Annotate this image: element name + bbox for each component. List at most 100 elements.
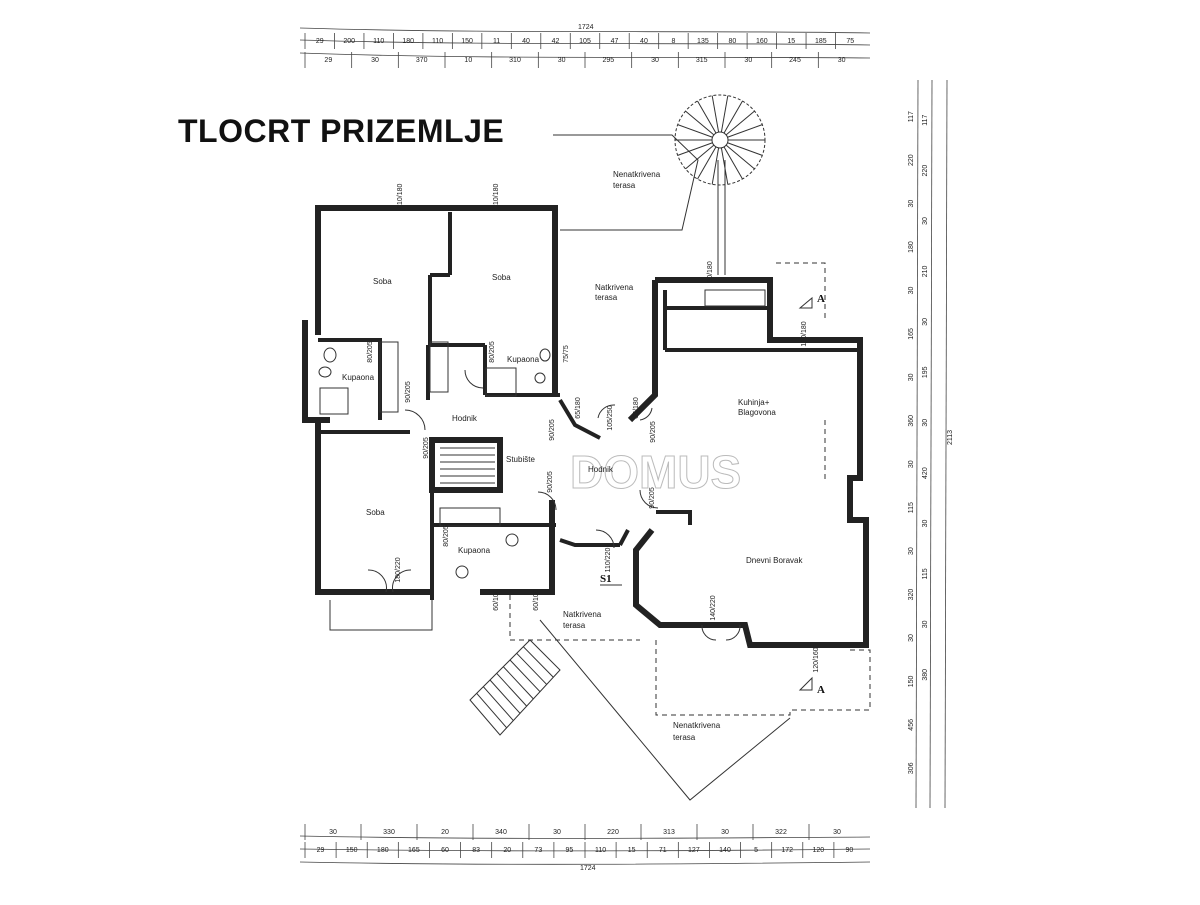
section-s1-label: S1 [600, 573, 612, 585]
dim-right-mid-6: 30 [922, 419, 929, 427]
room-hodnik-2: Hodnik [588, 465, 614, 474]
dim-bottom-row1-5: 220 [607, 829, 619, 836]
dim-right-total: 2113 [947, 430, 954, 445]
dim-bottom-row2-8: 95 [566, 847, 574, 854]
section-a-top-label: A [817, 293, 825, 305]
exterior-staircase [469, 639, 561, 736]
dim-bottom-row2-13: 140 [719, 847, 731, 854]
dim-right-mid-7: 420 [922, 467, 929, 479]
dim-top-row1-14: 80 [728, 38, 736, 45]
dim-right-inner-6: 30 [908, 373, 915, 381]
opening-w5: 75/75 [563, 345, 570, 363]
opening-w6: 90/205 [405, 381, 412, 403]
dim-bottom-row1-9: 30 [833, 829, 841, 836]
room-natkrivena-2-line2: terasa [563, 621, 586, 630]
dim-right-inner-3: 180 [908, 241, 915, 253]
dim-right-inner-12: 30 [908, 634, 915, 642]
dim-top-row1-11: 40 [640, 38, 648, 45]
section-markers: S1 A A [600, 293, 825, 696]
fixtures [318, 289, 766, 579]
dim-top-row2-6: 295 [602, 57, 614, 64]
dim-top-total: 1724 [578, 24, 594, 31]
dim-right-mid-8: 30 [922, 520, 929, 528]
dim-bottom-row2-2: 180 [377, 847, 389, 854]
dim-top-row2-5: 30 [558, 57, 566, 64]
dim-top-row2-0: 29 [324, 57, 332, 64]
dim-top-row1-10: 47 [611, 38, 619, 45]
dim-bottom-row2-7: 73 [534, 847, 542, 854]
opening-w10: 65/180 [633, 397, 640, 419]
dim-right-mid-11: 380 [922, 669, 929, 681]
opening-w7: 90/205 [423, 437, 430, 459]
opening-w1: 110/180 [397, 184, 404, 209]
dim-top-row1-6: 11 [493, 38, 500, 45]
dim-bottom-row2-17: 90 [846, 847, 854, 854]
dim-right-mid-9: 115 [922, 568, 929, 579]
dim-bottom-row2-6: 20 [503, 847, 511, 854]
room-soba-2: Soba [492, 273, 511, 282]
dim-top-row2-8: 315 [696, 57, 708, 64]
dim-right-mid-10: 30 [922, 620, 929, 628]
dim-bottom-row2-15: 172 [781, 847, 793, 854]
dim-top-row1-8: 42 [552, 38, 560, 45]
room-kuhinja-line2: Blagovona [738, 408, 776, 417]
dim-top-row1-5: 150 [461, 38, 473, 45]
dim-top-row1-18: 75 [846, 38, 854, 45]
dim-top-row1-4: 110 [432, 38, 443, 45]
dim-bottom-row1-6: 313 [663, 829, 675, 836]
dim-bottom-row1-8: 322 [775, 829, 787, 836]
dim-top-row1-0: 29 [316, 38, 324, 45]
dim-bottom-row2-3: 165 [408, 847, 420, 854]
room-dnevni-boravak: Dnevni Boravak [746, 556, 803, 565]
dim-top-row1-2: 110 [373, 38, 384, 45]
opening-w21: 140/220 [710, 595, 717, 620]
opening-w8: 65/180 [575, 397, 582, 419]
dim-top-row2-3: 10 [464, 57, 472, 64]
dim-top-row2-9: 30 [744, 57, 752, 64]
dim-right-inner-11: 320 [908, 589, 915, 601]
room-kupaona-1: Kupaona [342, 373, 375, 382]
opening-w19: 60/100 [533, 589, 540, 611]
spiral-staircase [674, 94, 766, 275]
dim-right-mid-1: 220 [922, 165, 929, 177]
dim-right-inner-8: 30 [908, 460, 915, 468]
dim-top-row2-7: 30 [651, 57, 659, 64]
plan-title: TLOCRT PRIZEMLJE [178, 113, 505, 149]
dim-bottom-row2-10: 15 [628, 847, 636, 854]
dim-bottom-row2-12: 127 [688, 847, 700, 854]
room-nenatkrivena-1-line2: terasa [613, 181, 636, 190]
room-nenatkrivena-1-line1: Nenatkrivena [613, 170, 661, 179]
dim-bottom-row2-9: 110 [595, 847, 606, 854]
dim-bottom-row1-3: 340 [495, 829, 507, 836]
dim-top-row1-9: 105 [579, 38, 591, 45]
room-kupaona-2: Kupaona [507, 355, 540, 364]
dim-right-mid-5: 195 [922, 366, 929, 378]
dim-bottom-row1-1: 330 [383, 829, 395, 836]
opening-w4: 80/205 [489, 341, 496, 363]
room-nenatkrivena-2-line2: terasa [673, 733, 696, 742]
dim-top-row2-2: 370 [416, 57, 428, 64]
dim-bottom-row1-4: 30 [553, 829, 561, 836]
opening-w12: 190/180 [801, 321, 808, 346]
room-soba-3: Soba [366, 508, 385, 517]
dim-bottom-row2-11: 71 [659, 847, 667, 854]
dim-bottom-row2-16: 120 [812, 847, 824, 854]
dim-right-inner-14: 456 [908, 719, 915, 731]
room-natkrivena-1-line2: terasa [595, 293, 618, 302]
room-soba-1: Soba [373, 277, 392, 286]
dim-bottom-total: 1724 [580, 865, 596, 872]
dim-right-inner-0: 117 [908, 111, 915, 122]
dim-right-mid-2: 30 [922, 217, 929, 225]
dim-right-inner-7: 360 [908, 415, 915, 427]
opening-w2: 110/180 [493, 184, 500, 209]
opening-w20: 110/220 [605, 548, 612, 573]
opening-w15: 90/205 [650, 421, 657, 443]
dim-right-inner-15: 306 [908, 762, 915, 774]
opening-w23: 90/205 [549, 419, 556, 441]
walls [302, 205, 869, 648]
dim-bottom-row2-1: 150 [346, 847, 358, 854]
